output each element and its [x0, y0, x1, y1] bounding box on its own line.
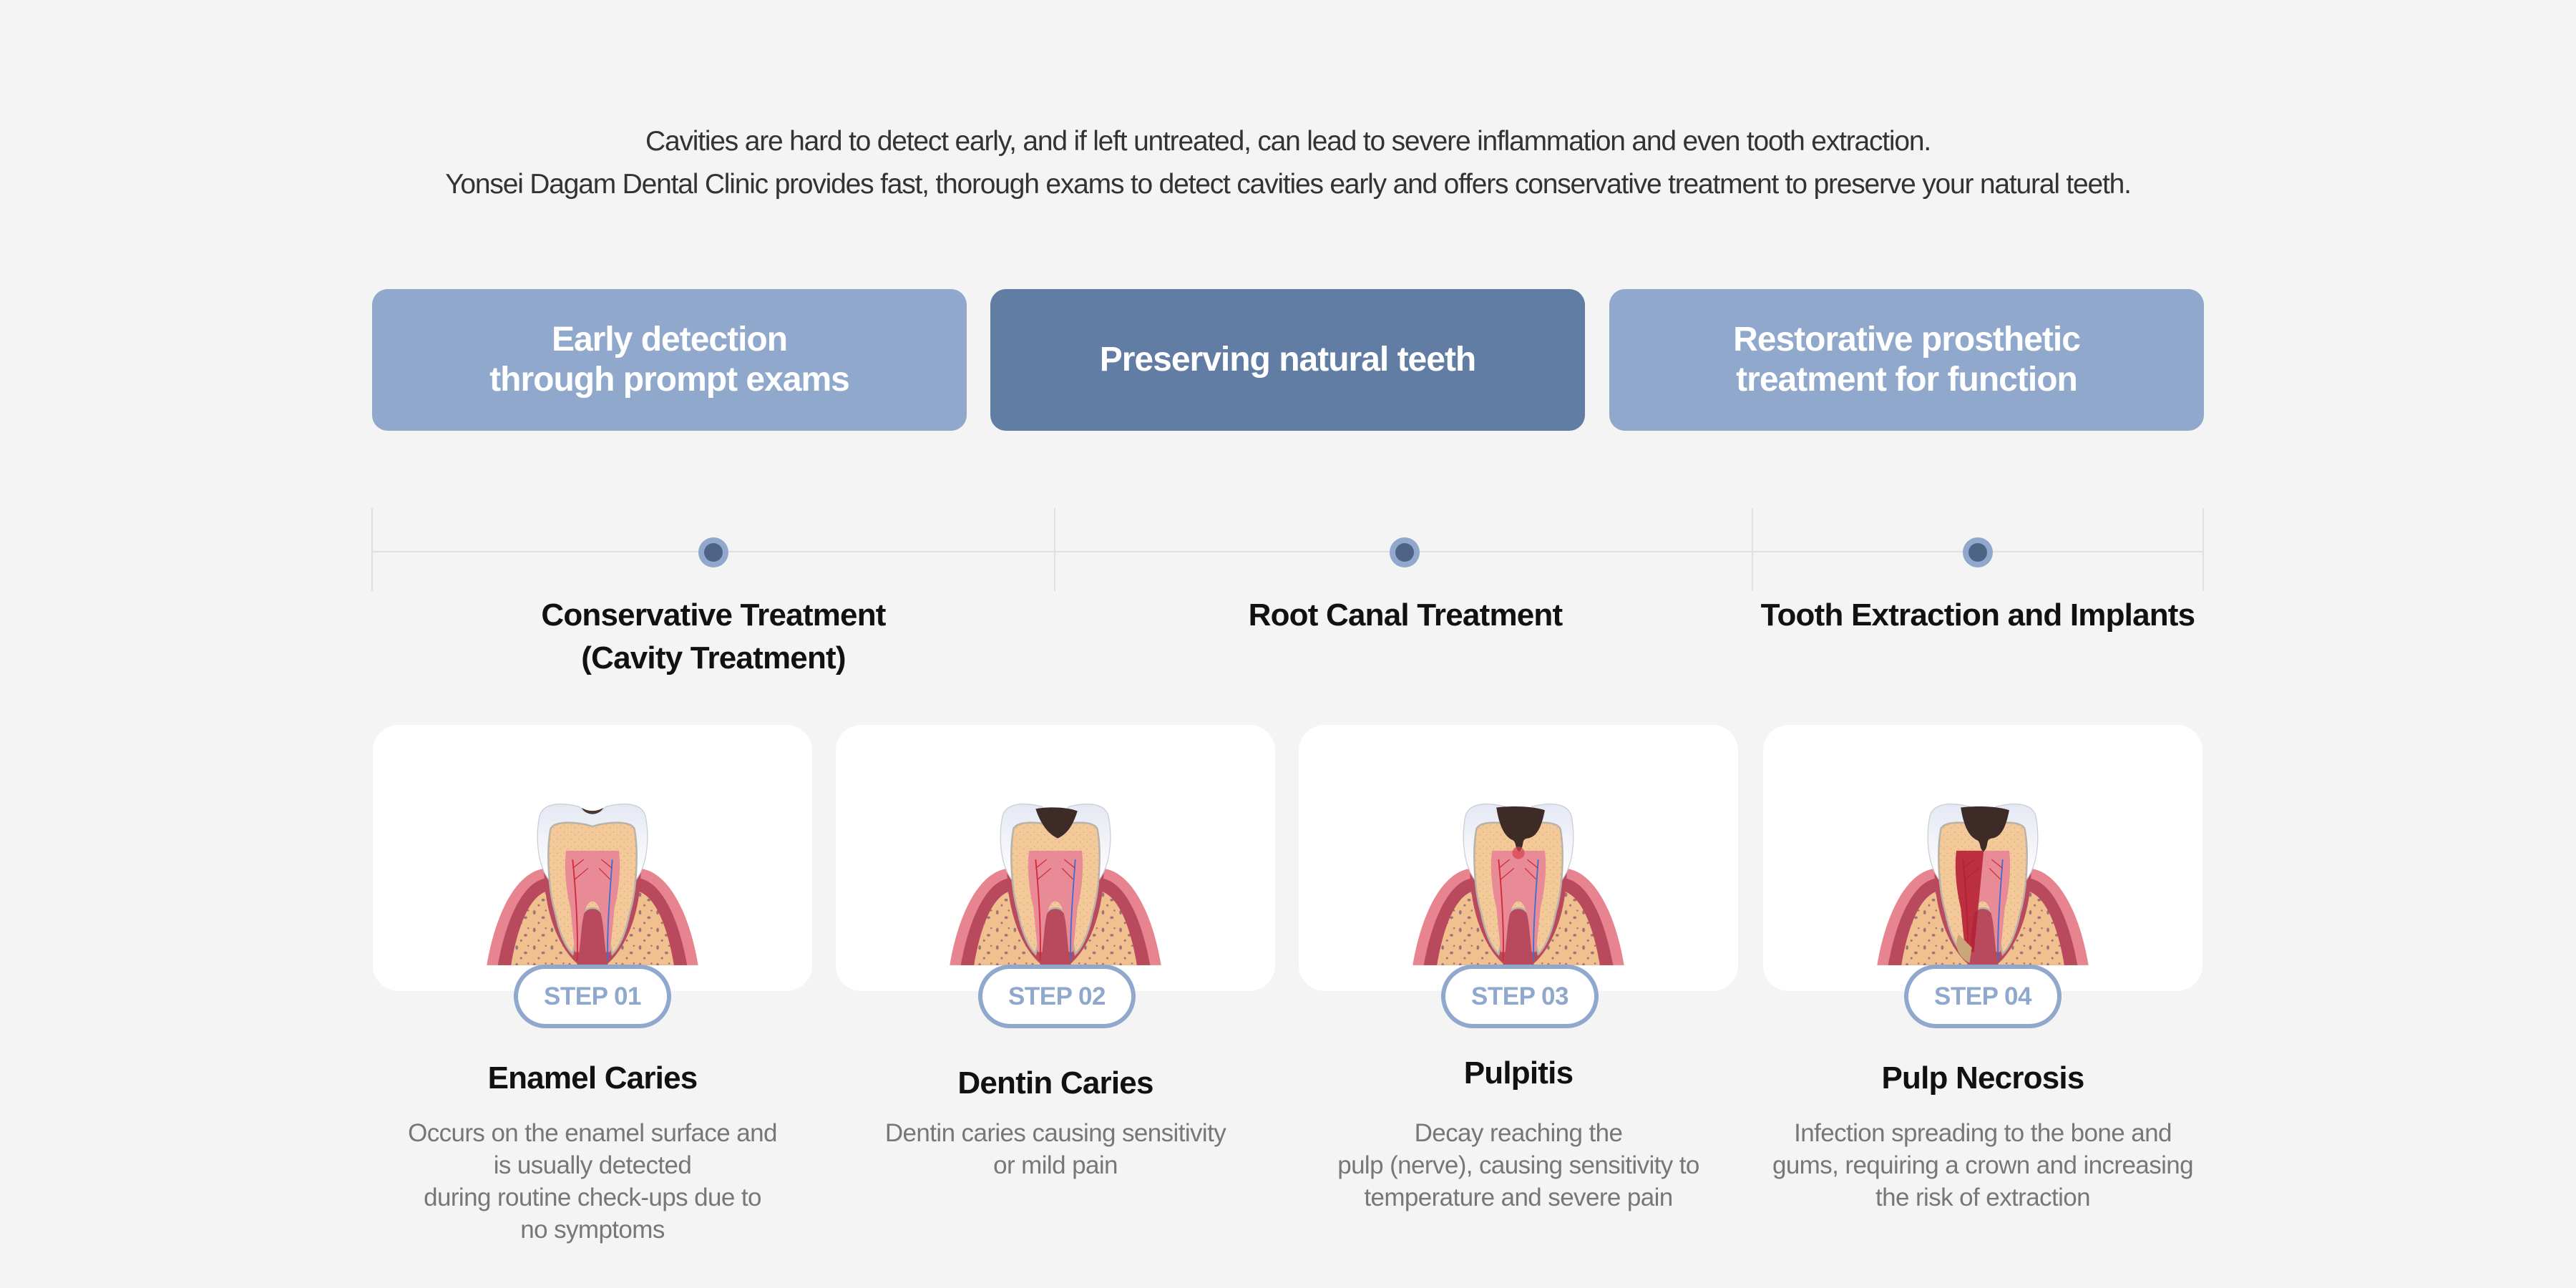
timeline-dot-icon — [698, 537, 728, 567]
step-title-pulp-necrosis: Pulp Necrosis — [1881, 1060, 2084, 1096]
tooth-pulpitis-illustration-icon — [1412, 803, 1625, 967]
timeline-divider — [1054, 508, 1055, 591]
intro-text: Cavities are hard to detect early, and i… — [0, 120, 2576, 206]
step-title-dentin-caries: Dentin Caries — [957, 1065, 1153, 1101]
step-badge-4: STEP 04 — [1904, 965, 2062, 1028]
step-desc-dentin-caries: Dentin caries causing sensitivity or mil… — [884, 1119, 1226, 1179]
timeline-divider — [1752, 508, 1753, 591]
intro-line-2: Yonsei Dagam Dental Clinic provides fast… — [445, 169, 2132, 200]
tooth-pulp-necrosis-illustration-icon — [1876, 803, 2089, 967]
timeline-dot-icon — [1390, 537, 1420, 567]
step-desc-pulpitis: Decay reaching the pulp (nerve), causing… — [1337, 1119, 1699, 1211]
highlight-early-detection: Early detection through prompt exams — [372, 289, 967, 431]
step-card-1 — [373, 725, 812, 991]
intro-line-1: Cavities are hard to detect early, and i… — [645, 126, 1931, 157]
timeline-stage-root-canal: Root Canal Treatment — [1248, 597, 1563, 633]
timeline-dot-icon — [1963, 537, 1993, 567]
step-card-4 — [1763, 725, 2202, 991]
highlight-restorative-treatment: Restorative prosthetic treatment for fun… — [1609, 289, 2204, 431]
treatment-timeline: Conservative Treatment (Cavity Treatment… — [371, 508, 2204, 694]
step-badge-3: STEP 03 — [1441, 965, 1599, 1028]
tooth-dentin-caries-illustration-icon — [949, 803, 1162, 967]
step-badge-1: STEP 01 — [514, 965, 671, 1028]
step-title-pulpitis: Pulpitis — [1463, 1055, 1574, 1091]
step-desc-enamel-caries: Occurs on the enamel surface and is usua… — [408, 1119, 777, 1244]
step-desc-pulp-necrosis: Infection spreading to the bone and gums… — [1772, 1119, 2194, 1211]
timeline-stage-conservative: Conservative Treatment (Cavity Treatment… — [541, 597, 886, 675]
tooth-enamel-caries-illustration-icon — [486, 803, 699, 967]
timeline-divider — [371, 508, 373, 591]
step-card-3 — [1299, 725, 1738, 991]
timeline-divider — [2202, 508, 2204, 591]
timeline-stage-extraction: Tooth Extraction and Implants — [1760, 597, 2195, 633]
highlight-preserving-teeth: Preserving natural teeth — [990, 289, 1585, 431]
step-badge-2: STEP 02 — [978, 965, 1136, 1028]
highlight-boxes: Early detection through prompt exams Pre… — [372, 289, 2204, 431]
step-card-2 — [836, 725, 1275, 991]
timeline-line — [371, 551, 2204, 552]
step-title-enamel-caries: Enamel Caries — [487, 1060, 698, 1096]
